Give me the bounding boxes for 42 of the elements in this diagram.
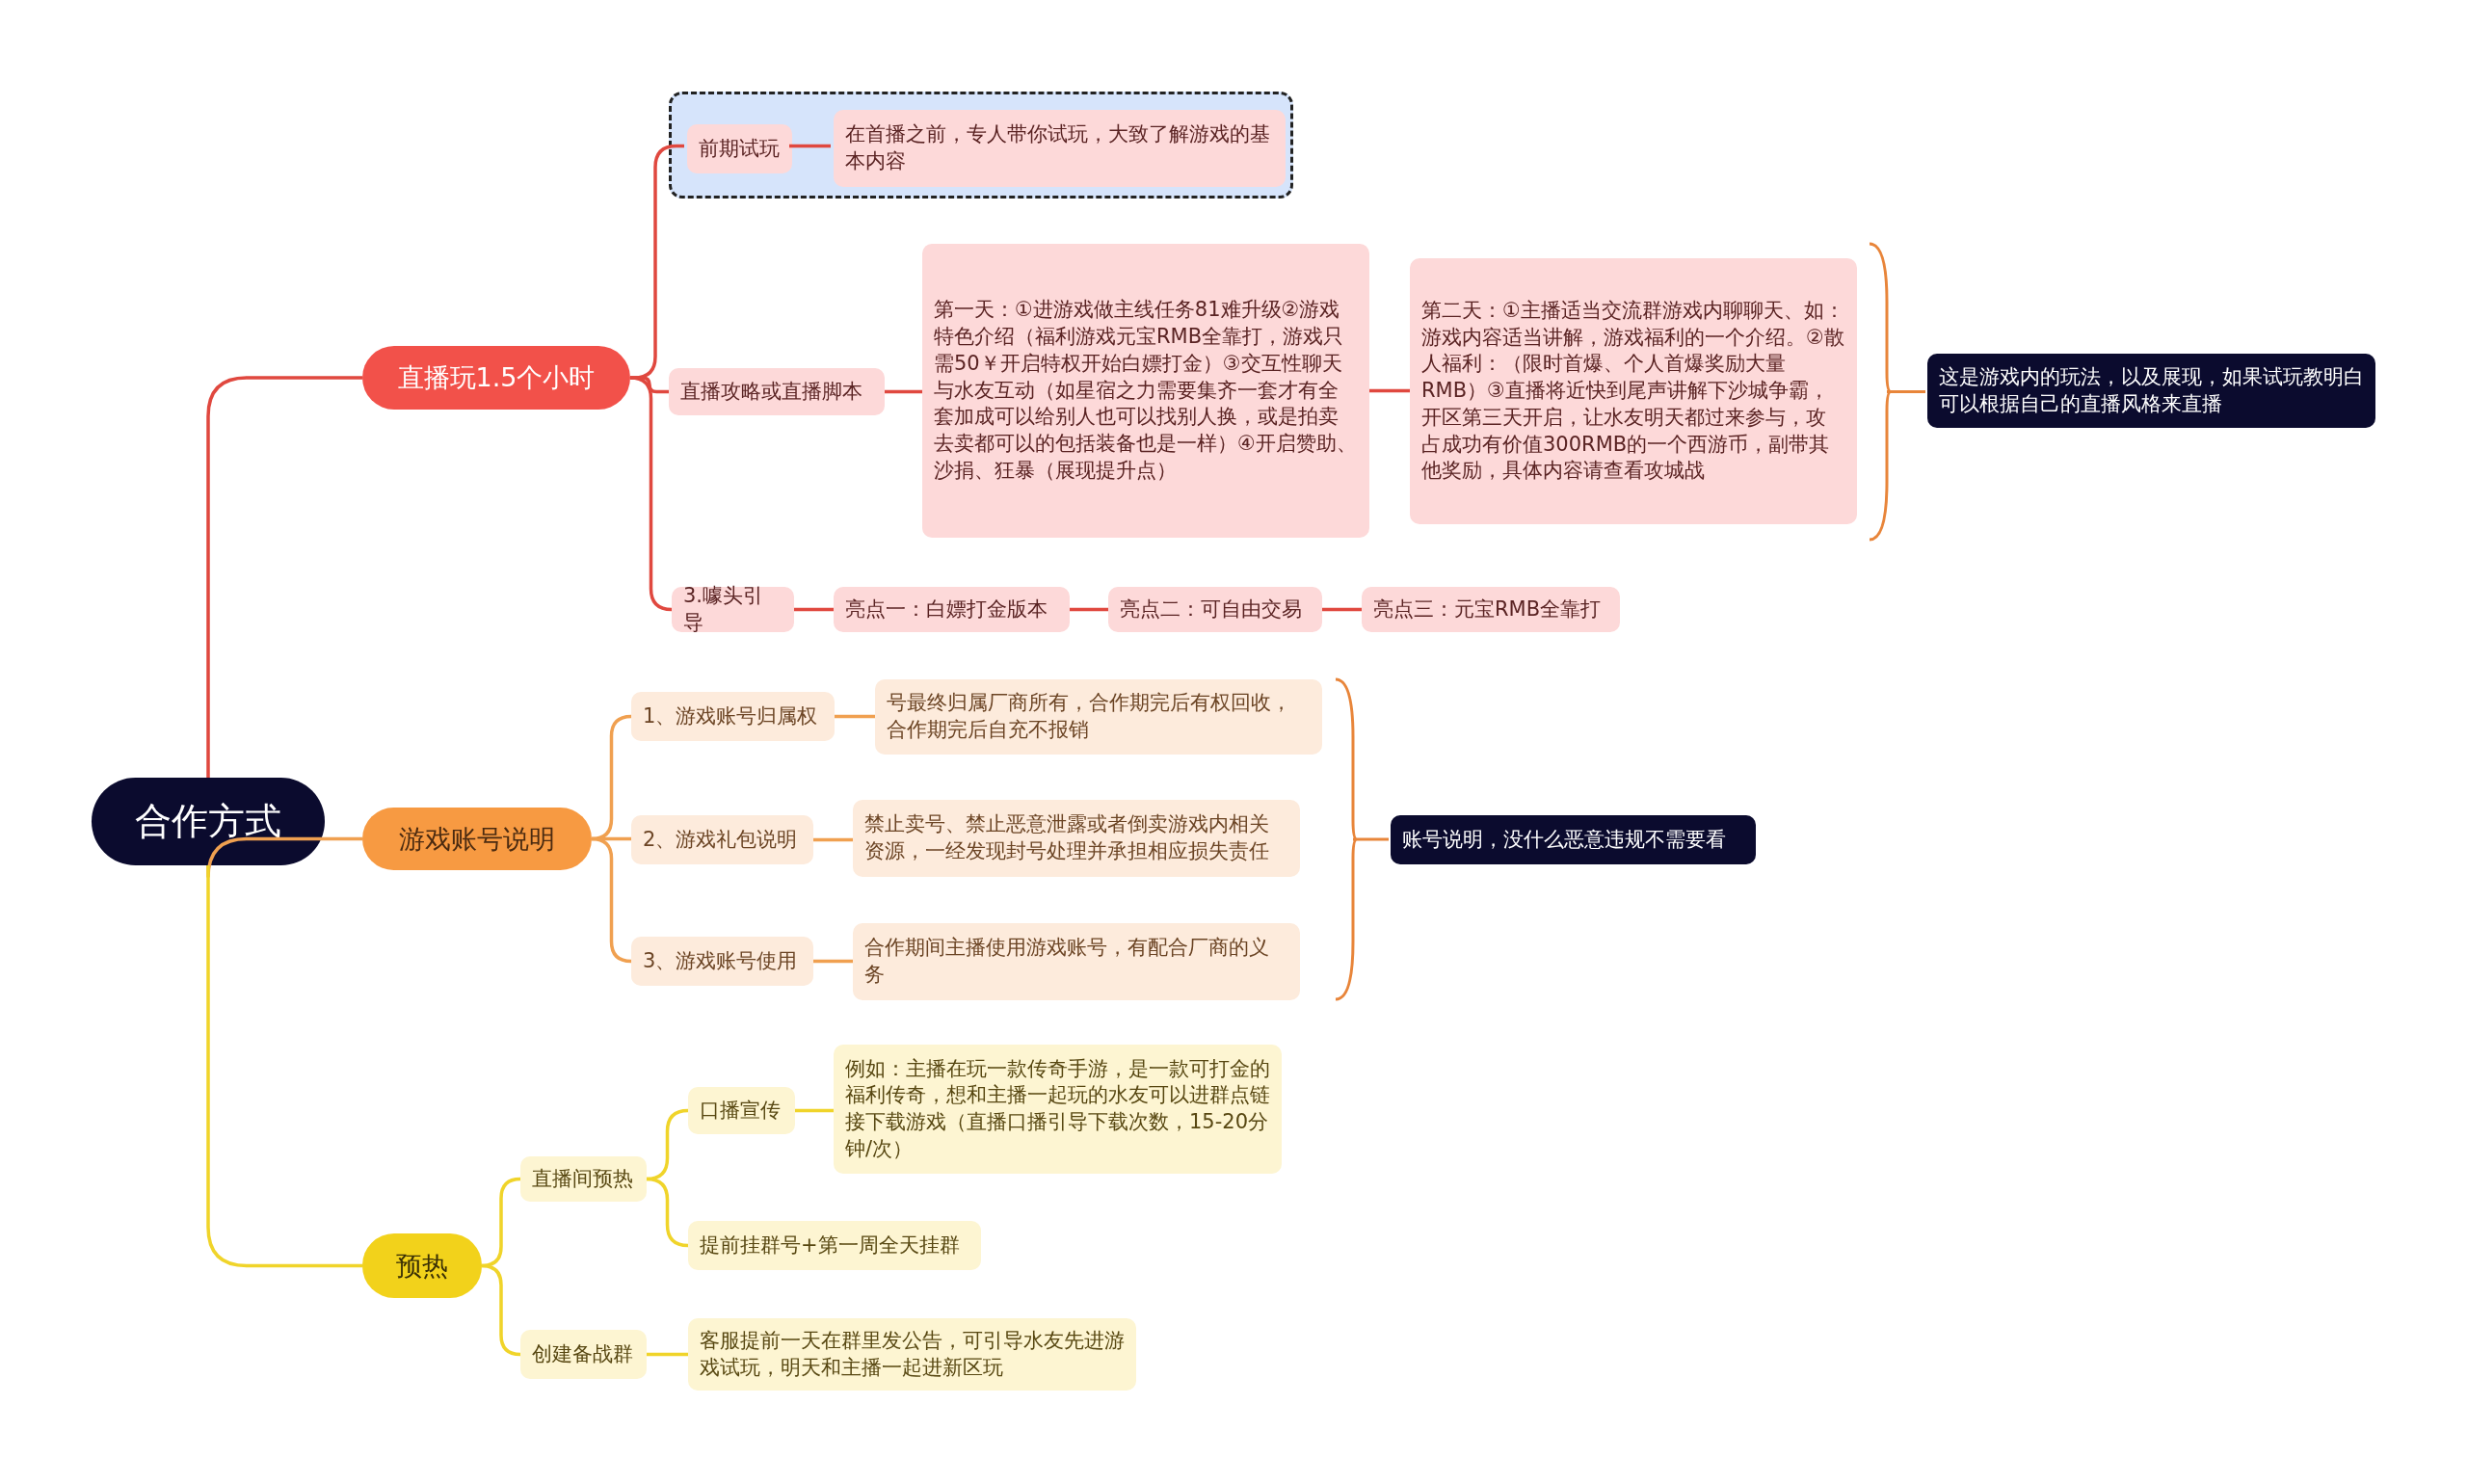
branch-topic: 直播玩1.5个小时 bbox=[362, 346, 630, 410]
connector bbox=[795, 1108, 834, 1113]
topic-box: 2、游戏礼包说明 bbox=[631, 815, 813, 864]
connector bbox=[1070, 607, 1108, 612]
connector bbox=[647, 1352, 688, 1357]
connector bbox=[206, 865, 362, 1268]
topic-box: 第二天：①主播适当交流群游戏内聊聊天、如：游戏内容适当讲解，游戏福利的一个介绍。②散人福利：（限时首爆、个人首爆奖励大量RMB）③直播将近快到尾声讲解下沙城争霸，开区第三天开启，让水友明天都过来参与，攻占成功有价值300RMB的一个西游币，副带其他奖励，具体内容请查看攻城战 bbox=[1410, 258, 1857, 524]
topic-box: 3、游戏账号使用 bbox=[631, 937, 813, 986]
topic-box: 禁止卖号、禁止恶意泄露或者倒卖游戏内相关资源，一经发现封号处理并承担相应损失责任 bbox=[853, 800, 1300, 877]
topic-box: 1、游戏账号归属权 bbox=[631, 692, 835, 741]
connector bbox=[1369, 388, 1410, 393]
topic-box: 在首播之前，专人带你试玩，大致了解游戏的基本内容 bbox=[834, 110, 1286, 187]
connector bbox=[813, 959, 853, 964]
topic-box: 第一天：①进游戏做主线任务81难升级②游戏特色介绍（福利游戏元宝RMB全靠打，游戏只需50￥开启特权开始白嫖打金）③交互性聊天与水友互动（如星宿之力需要集齐一套才有全套加成可以给别人也可以找别人换，或是拍卖去卖都可以的包括装备也是一样）④开启赞助、沙捐、狂暴（展现提升点） bbox=[922, 244, 1369, 538]
connector bbox=[206, 376, 362, 778]
group-box bbox=[669, 92, 1293, 199]
topic-box: 直播间预热 bbox=[520, 1156, 647, 1202]
topic-box: 提前挂群号+第一周全天挂群 bbox=[688, 1221, 981, 1270]
topic-box: 前期试玩 bbox=[687, 124, 792, 173]
root-topic: 合作方式 bbox=[92, 778, 325, 865]
topic-box: 亮点二：可自由交易 bbox=[1108, 587, 1322, 632]
summary-box: 账号说明，没什么恶意违规不需要看 bbox=[1391, 815, 1756, 864]
topic-box: 号最终归属厂商所有，合作期完后有权回收，合作期完后自充不报销 bbox=[875, 679, 1322, 755]
connector bbox=[645, 1177, 690, 1248]
topic-box: 例如：主播在玩一款传奇手游，是一款可打金的福利传奇，想和主播一起玩的水友可以进群点链接下载游戏（直播口播引导下载次数，15-20分钟/次） bbox=[834, 1045, 1282, 1174]
branch-topic: 预热 bbox=[362, 1233, 482, 1298]
topic-box: 3.噱头引导 bbox=[672, 587, 794, 632]
connector bbox=[835, 714, 875, 719]
branch-topic: 游戏账号说明 bbox=[362, 808, 592, 870]
summary-box: 这是游戏内的玩法，以及展现，如果试玩教明白可以根据自己的直播风格来直播 bbox=[1927, 354, 2375, 428]
topic-box: 亮点三：元宝RMB全靠打 bbox=[1362, 587, 1620, 632]
topic-box: 合作期间主播使用游戏账号，有配合厂商的义务 bbox=[853, 923, 1300, 1000]
connector bbox=[885, 389, 922, 394]
connector bbox=[813, 837, 853, 842]
connector bbox=[789, 144, 831, 148]
topic-box: 直播攻略或直播脚本 bbox=[669, 368, 885, 415]
connector bbox=[1322, 607, 1362, 612]
topic-box: 亮点一：白嫖打金版本 bbox=[834, 587, 1070, 632]
connector bbox=[794, 607, 834, 612]
topic-box: 客服提前一天在群里发公告，可引导水友先进游戏试玩，明天和主播一起进新区玩 bbox=[688, 1318, 1136, 1391]
topic-box: 创建备战群 bbox=[520, 1330, 647, 1379]
topic-box: 口播宣传 bbox=[688, 1087, 795, 1134]
